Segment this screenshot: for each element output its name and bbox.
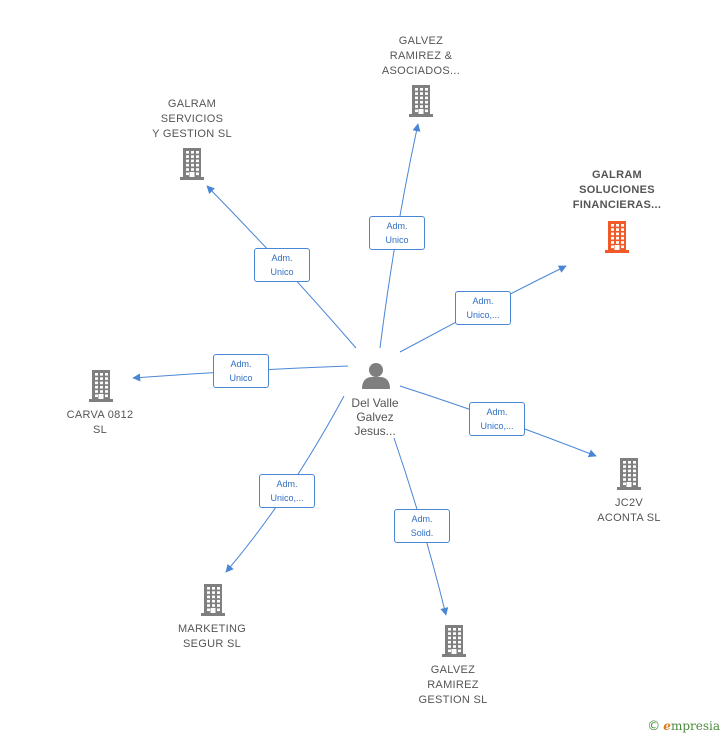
node-label-galram-servicios[interactable]: GALRAM SERVICIOS Y GESTION SL: [152, 98, 232, 140]
person-icon[interactable]: [362, 363, 390, 389]
node-label-galvez-ramirez-gestion[interactable]: GALVEZ RAMIREZ GESTION SL: [418, 664, 488, 706]
building-icon[interactable]: [617, 458, 641, 490]
center-person-label[interactable]: Del Valle Galvez Jesus...: [351, 396, 399, 438]
node-label-carva[interactable]: CARVA 0812 SL: [66, 409, 134, 436]
brand-initial: e: [663, 719, 671, 733]
brand-name: mpresia: [670, 719, 720, 733]
node-label-galram-soluciones[interactable]: GALRAM SOLUCIONES FINANCIERAS...: [572, 169, 662, 211]
building-icon[interactable]: [180, 148, 204, 180]
copyright-footer: ©empresia: [647, 719, 720, 734]
edge-label-galvez-ramirez-asociados[interactable]: Adm. Unico: [369, 216, 425, 250]
edge-label-galram-servicios[interactable]: Adm. Unico: [254, 248, 310, 282]
copyright-icon: ©: [647, 719, 661, 734]
edge-label-marketing-segur[interactable]: Adm. Unico,...: [259, 474, 315, 508]
node-label-marketing-segur[interactable]: MARKETING SEGUR SL: [177, 623, 247, 650]
edge-label-galram-soluciones[interactable]: Adm. Unico,...: [455, 291, 511, 325]
node-label-galvez-ramirez-asociados[interactable]: GALVEZ RAMIREZ & ASOCIADOS...: [381, 35, 461, 77]
node-label-jc2v[interactable]: JC2V ACONTA SL: [597, 497, 661, 524]
building-icon[interactable]: [605, 221, 629, 253]
building-icon[interactable]: [409, 85, 433, 117]
building-icon[interactable]: [89, 370, 113, 402]
building-icon[interactable]: [442, 625, 466, 657]
building-icon[interactable]: [201, 584, 225, 616]
edge-label-carva[interactable]: Adm. Unico: [213, 354, 269, 388]
edge-label-jc2v[interactable]: Adm. Unico,...: [469, 402, 525, 436]
edge-label-galvez-ramirez-gestion[interactable]: Adm. Solid.: [394, 509, 450, 543]
